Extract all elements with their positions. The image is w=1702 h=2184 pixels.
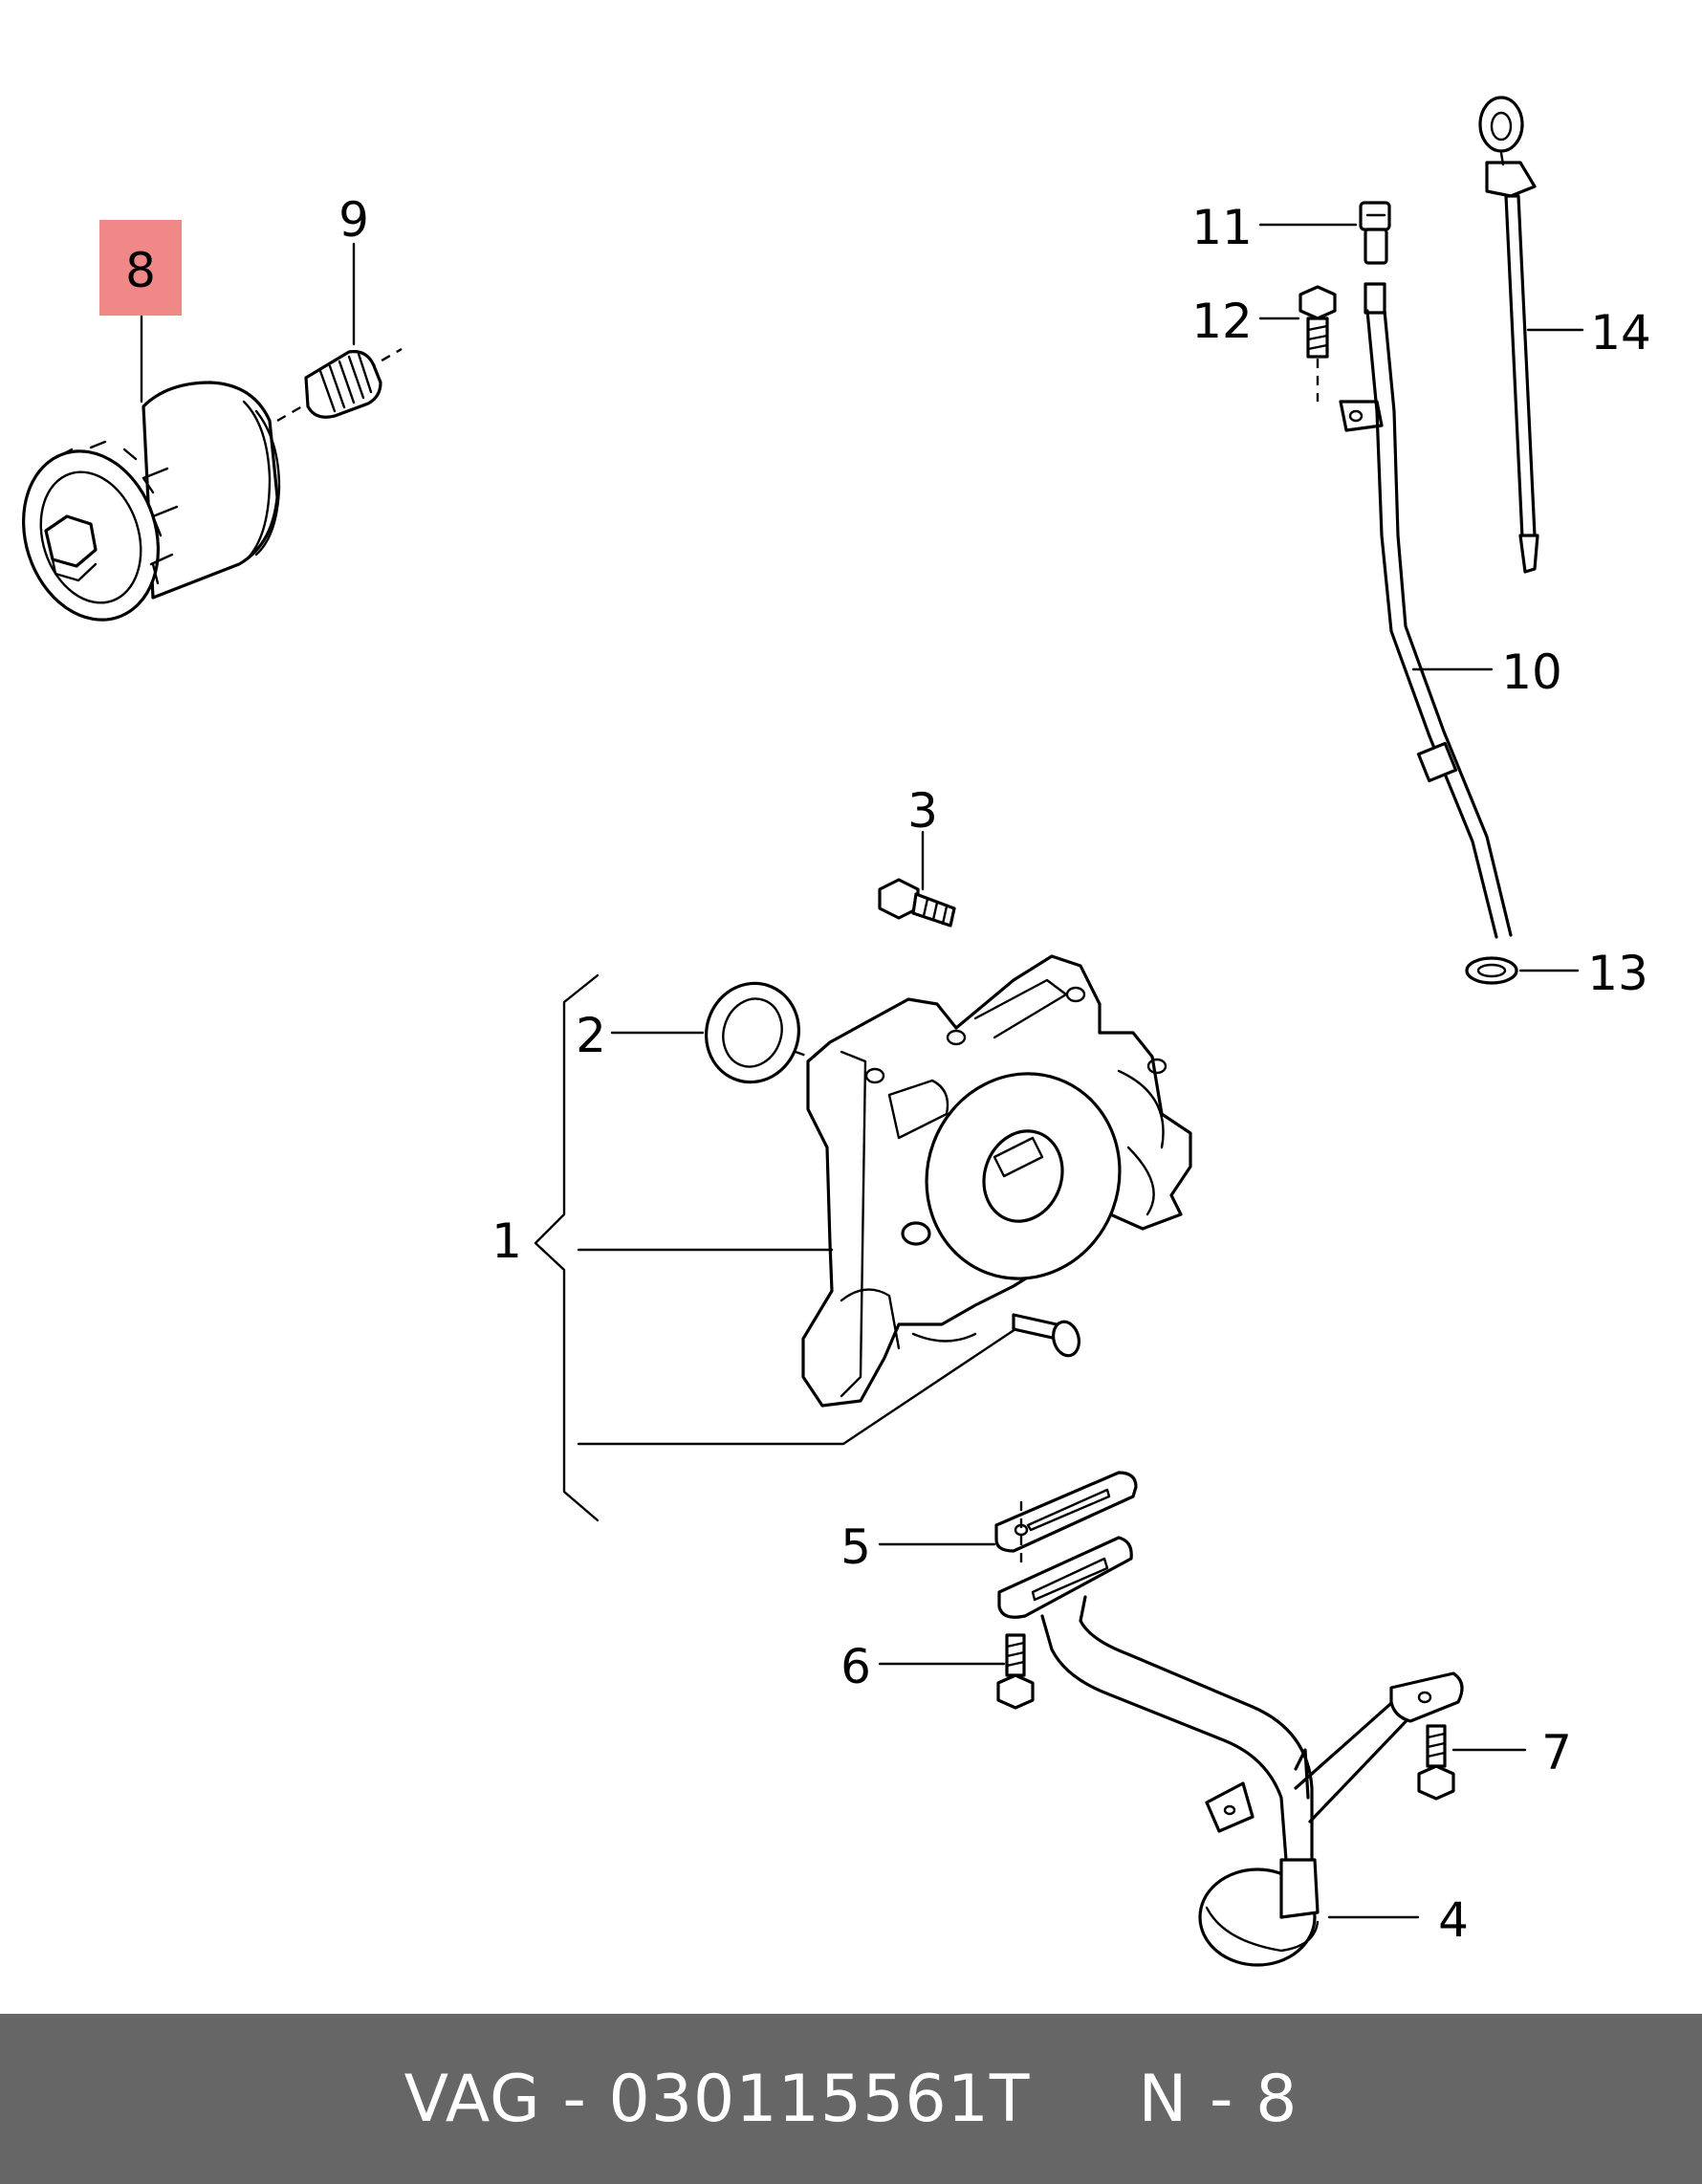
highlight-box-8	[99, 220, 182, 316]
dipstick-guide-tube-drawing[interactable]	[1339, 282, 1513, 939]
ref-prefix: N -	[1138, 2061, 1256, 2137]
spacer	[1030, 2062, 1138, 2137]
callout-14[interactable]: 14	[1590, 305, 1651, 360]
callout-10[interactable]: 10	[1501, 644, 1562, 700]
part-number: 030115561T	[608, 2061, 1031, 2137]
callout-1[interactable]: 1	[491, 1213, 522, 1269]
o-ring-drawing[interactable]	[1465, 956, 1518, 985]
shaft-seal-drawing[interactable]	[693, 972, 811, 1095]
part-number-footer: VAG - 030115561T N - 8	[0, 2014, 1702, 2184]
guide-tube-bolt-drawing[interactable]	[1298, 285, 1337, 359]
callout-13[interactable]: 13	[1587, 946, 1648, 1001]
ref-number: 8	[1255, 2061, 1298, 2137]
dipstick-drawing[interactable]	[1478, 96, 1539, 574]
pickup-bolt-7-drawing[interactable]	[1417, 1724, 1455, 1801]
oil-pump-bolt-drawing[interactable]	[878, 878, 956, 928]
leader-line-1b	[577, 1327, 1017, 1446]
oil-pump-drawing[interactable]	[801, 954, 1192, 1408]
callout-8[interactable]: 8	[125, 243, 156, 298]
callout-2[interactable]: 2	[576, 1008, 606, 1063]
oil-pickup-tube-drawing[interactable]	[997, 1536, 1464, 1967]
oil-filter-drawing[interactable]	[3, 381, 281, 638]
parts-diagram: 8 9 14 11 12 10	[3, 96, 1651, 1967]
callout-9[interactable]: 9	[338, 192, 369, 248]
callout-12[interactable]: 12	[1191, 294, 1253, 349]
callout-5[interactable]: 5	[840, 1519, 871, 1575]
callout-6[interactable]: 6	[840, 1639, 871, 1694]
callout-11[interactable]: 11	[1191, 200, 1253, 255]
dipstick-cap-drawing[interactable]	[1359, 201, 1391, 265]
callout-7[interactable]: 7	[1541, 1725, 1572, 1780]
callout-4[interactable]: 4	[1438, 1892, 1469, 1948]
oil-pump-screw-drawing[interactable]	[1012, 1313, 1082, 1359]
footer-text: VAG - 030115561T N - 8	[404, 2062, 1298, 2137]
filter-stud-drawing[interactable]	[304, 350, 382, 419]
callout-3[interactable]: 3	[907, 783, 938, 839]
bracket-1	[534, 973, 600, 1522]
brand-name: VAG	[404, 2061, 541, 2137]
separator: -	[540, 2061, 609, 2137]
pickup-gasket-drawing[interactable]	[994, 1471, 1138, 1553]
pickup-bolt-6-drawing[interactable]	[996, 1633, 1035, 1710]
